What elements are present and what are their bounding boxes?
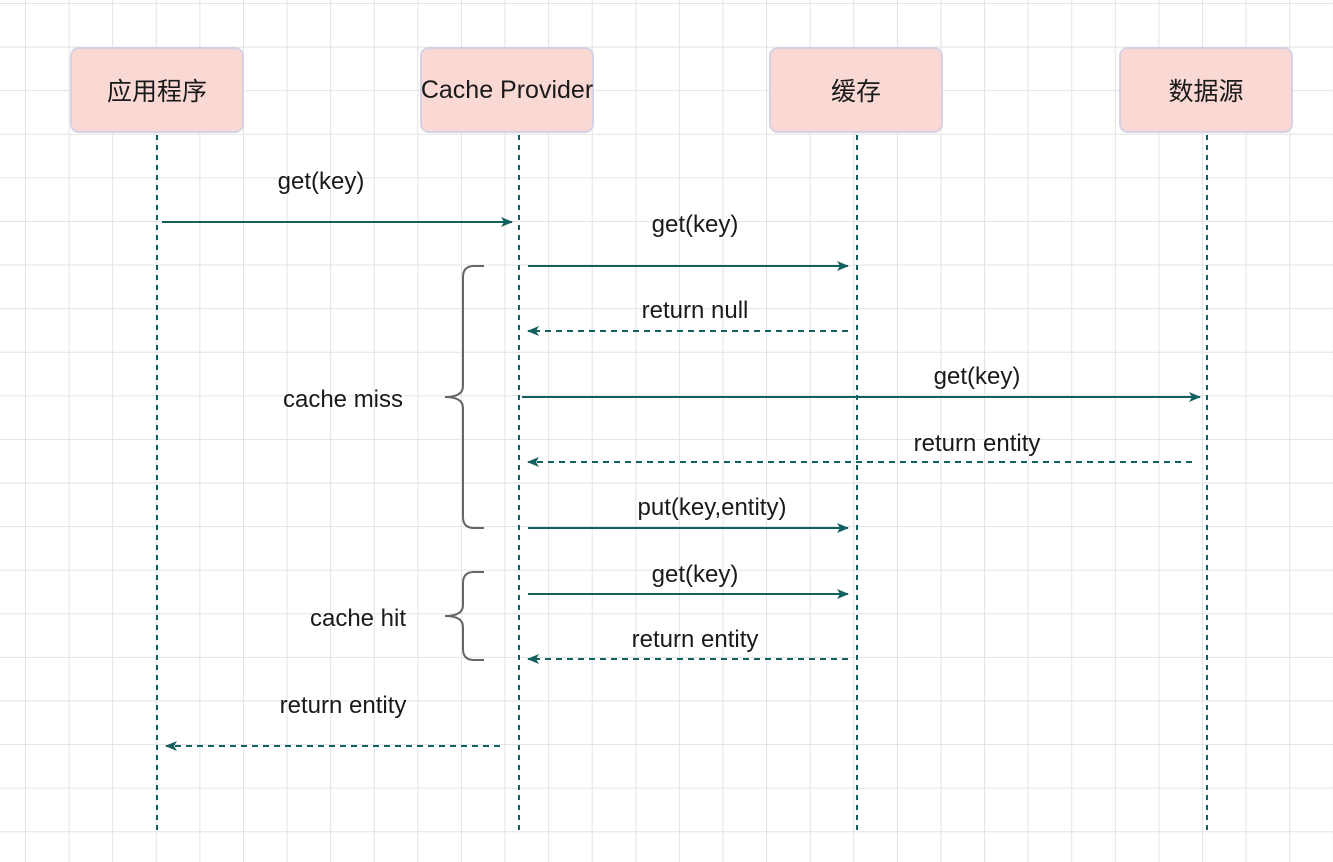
label-m5: return entity — [913, 430, 1041, 457]
label-m3: return null — [641, 297, 749, 324]
label-m1: get(key) — [277, 168, 365, 195]
participant-app-label: 应用程序 — [106, 77, 207, 106]
label-m2: get(key) — [651, 211, 739, 238]
participant-cache-label: 缓存 — [830, 77, 881, 106]
label-cache-miss: cache miss — [282, 386, 404, 413]
label-m9: return entity — [279, 692, 407, 719]
participant-app: 应用程序 — [70, 47, 244, 133]
participant-datasource: 数据源 — [1119, 47, 1293, 133]
label-m8: return entity — [631, 626, 759, 653]
label-cache-hit: cache hit — [309, 605, 407, 632]
label-m4: get(key) — [933, 363, 1021, 390]
participant-datasource-label: 数据源 — [1168, 77, 1244, 106]
label-m7: get(key) — [651, 561, 739, 588]
participant-cache-provider-label: Cache Provider — [420, 75, 594, 104]
label-m6: put(key,entity) — [637, 494, 787, 521]
brace-cache-hit — [444, 571, 484, 661]
brace-cache-miss — [444, 265, 484, 529]
participant-cache-provider: Cache Provider — [420, 47, 594, 133]
participant-cache: 缓存 — [769, 47, 943, 133]
